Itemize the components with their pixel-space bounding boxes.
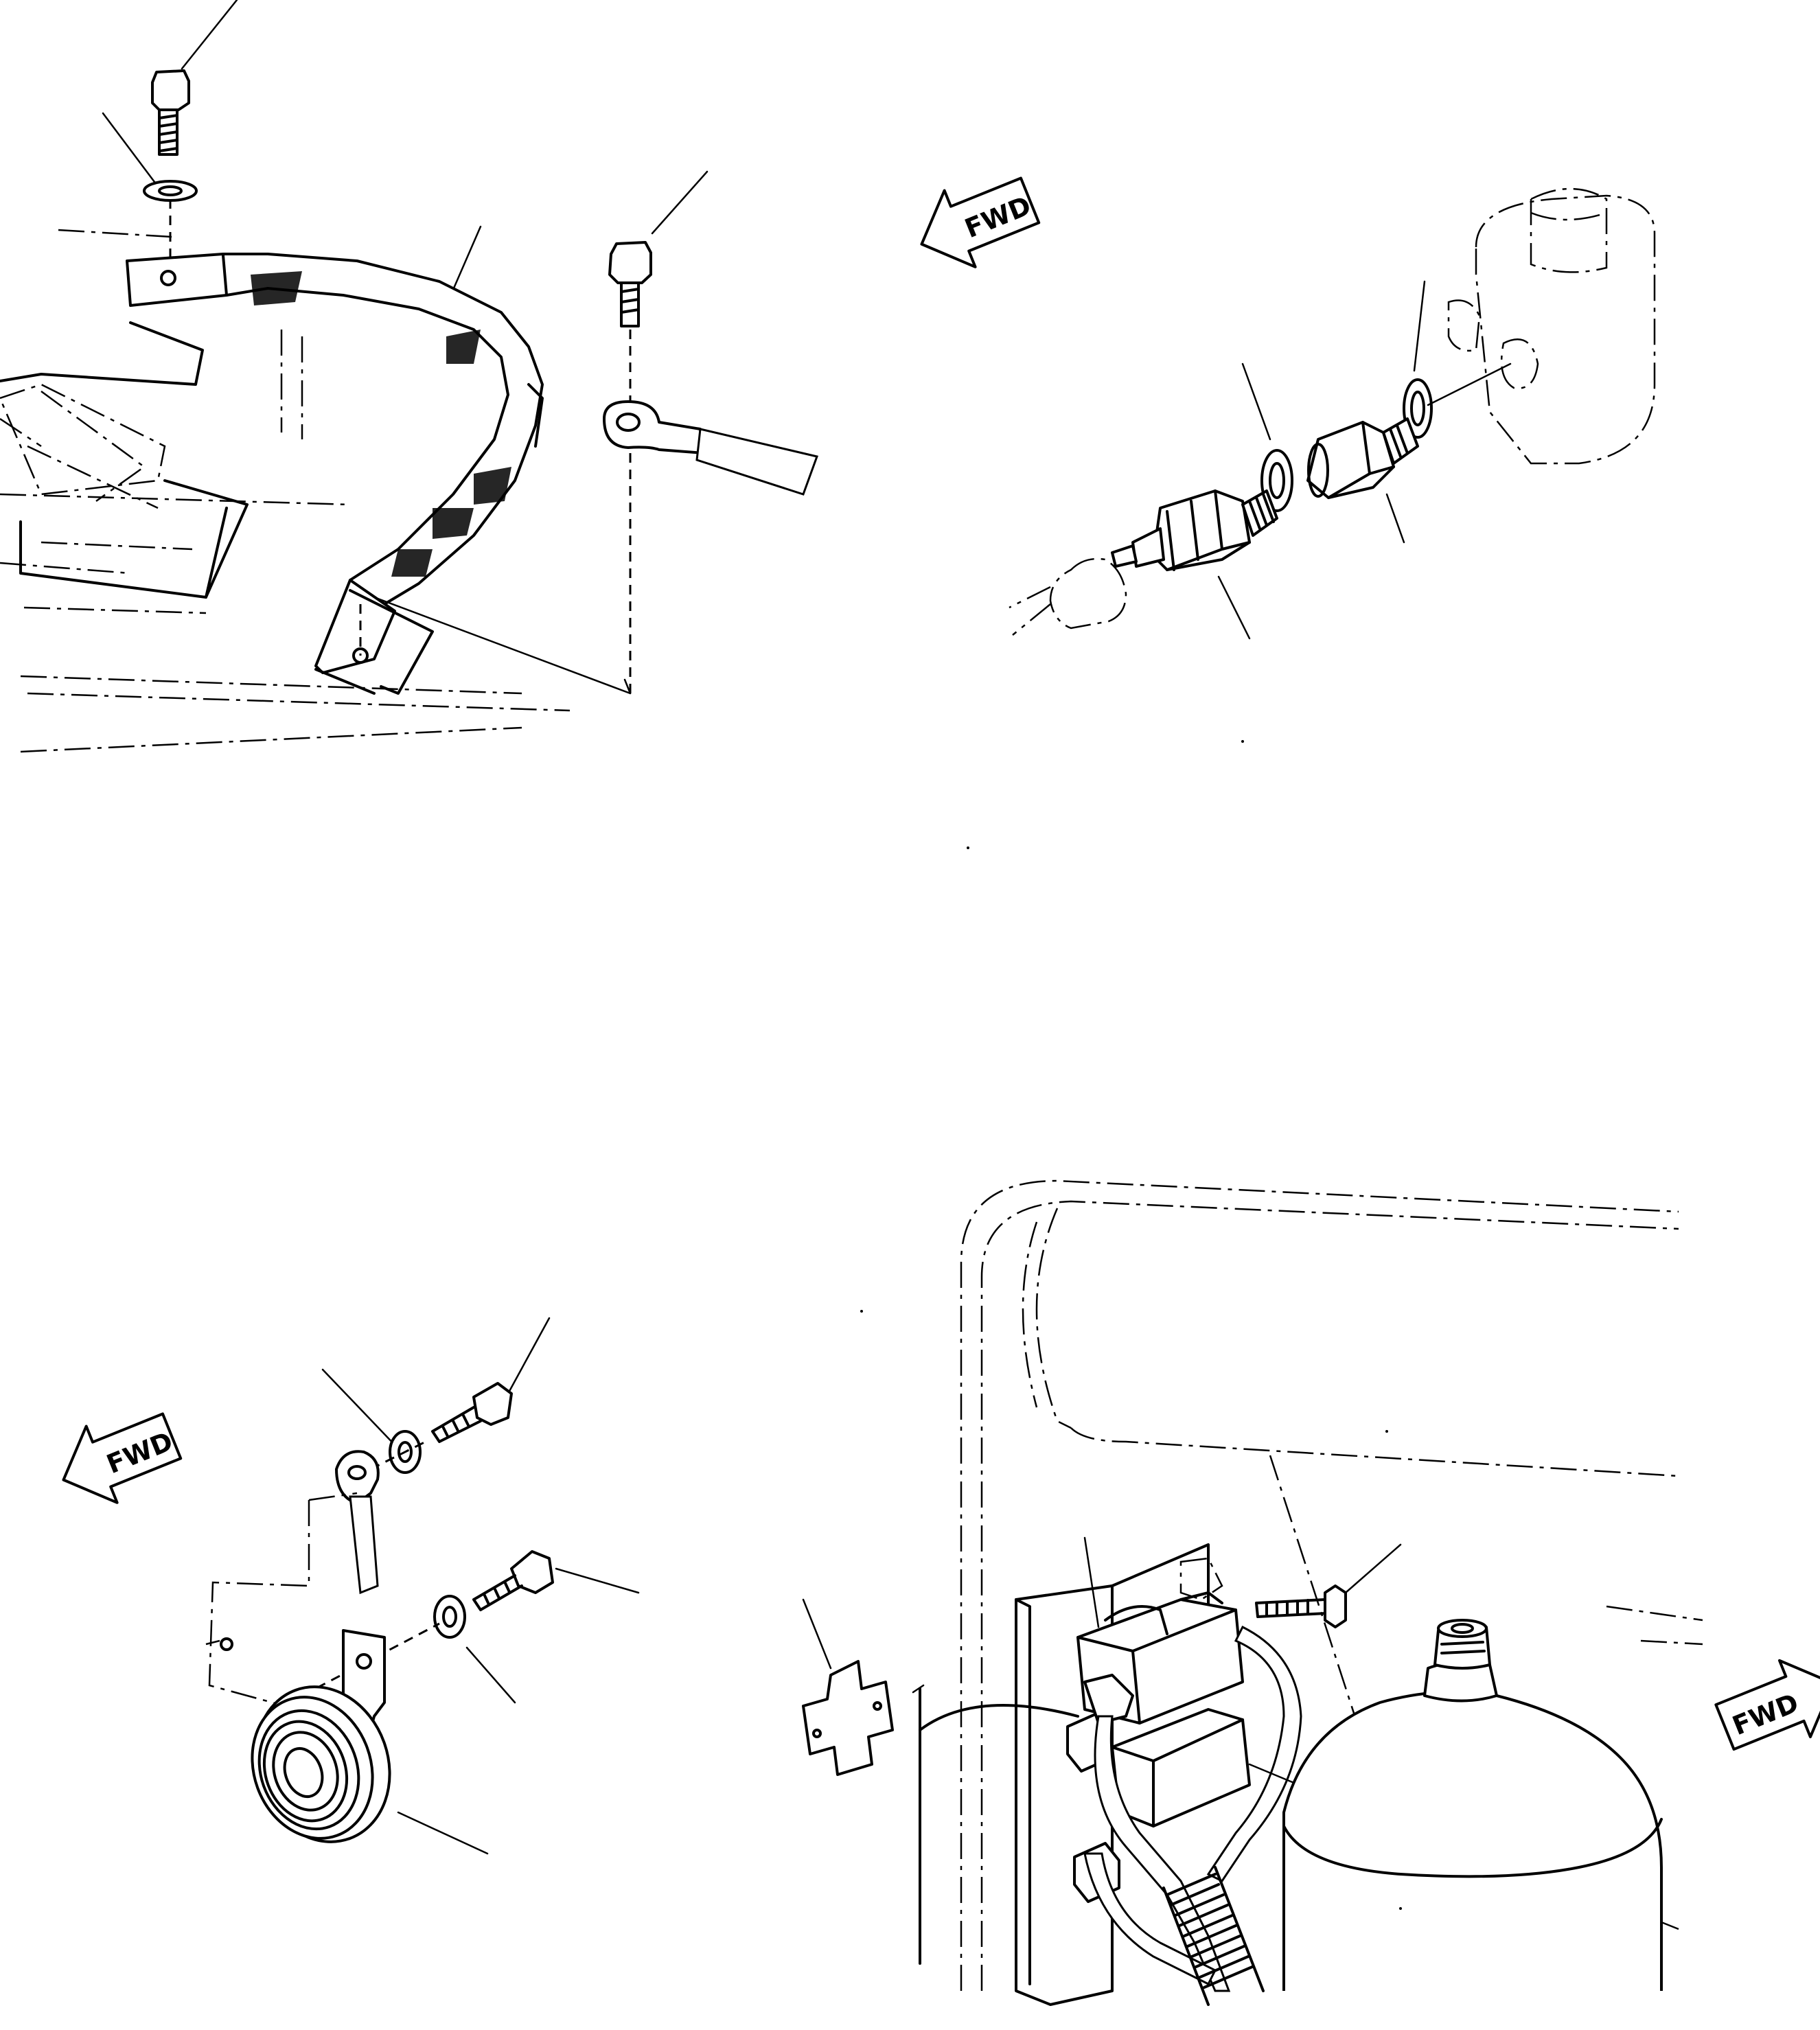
speck bbox=[1399, 1907, 1402, 1910]
o-ring-icon bbox=[1269, 462, 1285, 499]
fwd-arrow-icon: FWD bbox=[920, 176, 1041, 268]
washer-icon bbox=[143, 180, 198, 202]
leader-line bbox=[1344, 1543, 1402, 1594]
leader-line bbox=[507, 1317, 551, 1395]
identification-plate bbox=[802, 1660, 894, 1776]
speck bbox=[1241, 740, 1244, 743]
valve-housing bbox=[1447, 299, 1539, 389]
o-ring-icon bbox=[1410, 391, 1425, 426]
fwd-arrow-icon: FWD bbox=[1714, 1659, 1820, 1751]
washer-icon bbox=[398, 1441, 413, 1463]
centerline bbox=[370, 1440, 426, 1470]
leader-line bbox=[321, 1368, 400, 1450]
leader-line bbox=[802, 1598, 832, 1670]
electrical-connector bbox=[1049, 557, 1127, 630]
bracket-hole bbox=[220, 1637, 233, 1651]
leader-line bbox=[1083, 1536, 1100, 1628]
leader-line bbox=[555, 1567, 640, 1594]
braid-hatch bbox=[251, 271, 302, 305]
horn-view: FWD bbox=[62, 1317, 640, 1855]
valve-housing bbox=[1475, 194, 1656, 465]
bolt-icon bbox=[608, 241, 652, 327]
structure-block bbox=[0, 321, 204, 386]
horn-bracket bbox=[205, 1492, 358, 1718]
screw-boss bbox=[1179, 1557, 1223, 1601]
wire-lead bbox=[919, 1687, 1079, 1965]
cabinet-frame bbox=[1035, 1208, 1679, 1477]
corrugated-conduit bbox=[1162, 1866, 1265, 2006]
bolt-icon bbox=[151, 69, 190, 156]
plate-rivet bbox=[812, 1729, 822, 1738]
structure-block bbox=[0, 383, 193, 575]
leader-line bbox=[1413, 280, 1426, 372]
leader-line bbox=[181, 0, 238, 70]
cabinet-frame bbox=[1661, 1921, 1679, 1930]
horn-icon bbox=[251, 1685, 391, 1843]
washer-icon bbox=[442, 1606, 457, 1628]
ground-cable bbox=[695, 428, 818, 496]
bolt-icon bbox=[472, 1550, 554, 1611]
plate-rivet bbox=[873, 1701, 882, 1711]
fwd-arrow-icon: FWD bbox=[62, 1412, 183, 1504]
leader-line bbox=[1385, 493, 1405, 544]
wire-harness bbox=[1083, 1852, 1217, 1986]
wire-harness bbox=[1094, 1715, 1231, 1992]
structure-block bbox=[0, 330, 303, 448]
washer-icon bbox=[433, 1595, 466, 1639]
braid-hatch bbox=[446, 330, 481, 364]
cabinet-frame bbox=[1269, 1455, 1703, 1731]
centerline bbox=[1427, 362, 1512, 406]
corrugated-conduit bbox=[1166, 1873, 1254, 1989]
strap-hole bbox=[160, 270, 176, 286]
ground-strap-view bbox=[0, 0, 818, 753]
speck bbox=[967, 846, 969, 849]
speck bbox=[860, 1310, 863, 1313]
leader-line bbox=[373, 596, 632, 695]
structure-block bbox=[19, 479, 249, 599]
floor-structure bbox=[0, 229, 571, 753]
braid-hatch bbox=[391, 549, 433, 577]
o-ring-icon bbox=[1403, 378, 1433, 439]
wire-harness bbox=[1206, 1625, 1302, 1882]
speck bbox=[1385, 1430, 1388, 1433]
ground-strap bbox=[126, 253, 544, 612]
leader-line bbox=[1217, 575, 1251, 640]
leader-line bbox=[397, 1811, 489, 1855]
bolt-icon bbox=[1255, 1584, 1347, 1628]
braid-hatch bbox=[433, 508, 474, 539]
centerline bbox=[301, 1622, 440, 1697]
strap-fold bbox=[222, 254, 544, 448]
washer-icon bbox=[158, 185, 183, 196]
strap-end bbox=[314, 589, 434, 695]
structure-block bbox=[27, 390, 159, 509]
relay-terminal bbox=[1083, 1674, 1134, 1725]
cabinet-frame bbox=[960, 1179, 1679, 1991]
horn-wire bbox=[349, 1495, 379, 1595]
electrical-wire bbox=[1009, 586, 1051, 636]
pressure-switch-icon bbox=[1111, 489, 1278, 571]
mount-hole bbox=[356, 1653, 372, 1670]
cable-terminal-hole bbox=[616, 413, 641, 432]
braid-hatch bbox=[474, 467, 511, 505]
cabinet-frame bbox=[1022, 1221, 1038, 1408]
cable-terminal-hole bbox=[347, 1465, 367, 1480]
valve-housing bbox=[1530, 187, 1608, 273]
relay-icon bbox=[1111, 1708, 1251, 1827]
cabinet-frame bbox=[980, 1200, 1679, 1991]
pressure-switch-view: FWD bbox=[920, 176, 1656, 640]
bolt-icon bbox=[431, 1382, 513, 1443]
relay-panel-view: FWD bbox=[802, 1179, 1820, 2006]
leader-line bbox=[465, 1646, 516, 1704]
leader-line bbox=[102, 112, 156, 183]
leader-line bbox=[1241, 362, 1271, 441]
leader-line bbox=[651, 170, 709, 235]
relay-mount-plate bbox=[1015, 1543, 1210, 1985]
adapter-fitting bbox=[1306, 417, 1419, 499]
wire-lead bbox=[912, 1684, 925, 1694]
accumulator-icon bbox=[1282, 1619, 1663, 1991]
